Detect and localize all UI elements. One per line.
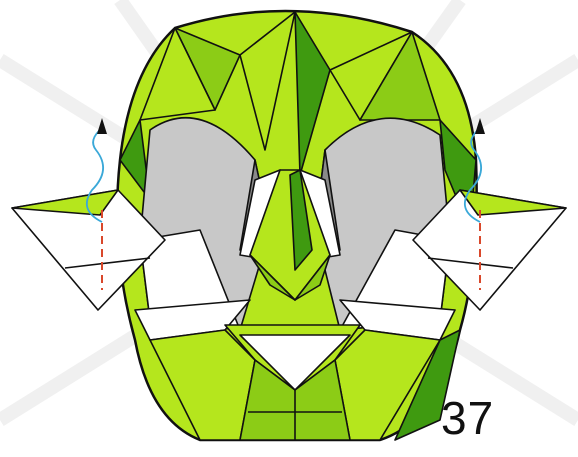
step-number: 37	[441, 395, 494, 441]
